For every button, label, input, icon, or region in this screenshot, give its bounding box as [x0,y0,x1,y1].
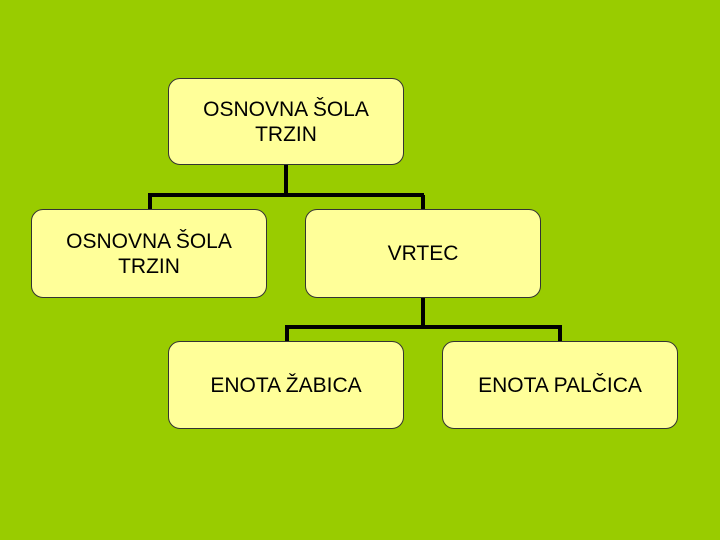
node-osnovna-sola-trzin: OSNOVNA ŠOLA TRZIN [31,209,267,298]
node-root-osnovna-sola-trzin: OSNOVNA ŠOLA TRZIN [168,78,404,165]
node-enota-zabica: ENOTA ŽABICA [168,341,404,429]
node-enota-palcica: ENOTA PALČICA [442,341,678,429]
node-vrtec: VRTEC [305,209,541,298]
